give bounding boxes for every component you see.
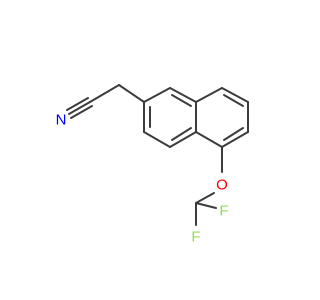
molecule-diagram: N O F F [56, 84, 249, 246]
bond-c1-c8a-inner [171, 94, 192, 107]
bond-c8-c7-inner [223, 94, 244, 107]
atom-labels: N O F F [56, 112, 229, 246]
bond-c4a-c4 [169, 131, 197, 148]
bond-c5-c4a [195, 131, 223, 148]
bond-c2-c1 [143, 87, 171, 103]
atom-label-nitrogen: N [56, 112, 67, 129]
atom-label-fluorine-2: F [191, 229, 200, 246]
bond-c6-c5 [221, 131, 249, 148]
bond-nitrile-2 [68, 101, 91, 115]
bond-o-chf2 [195, 192, 215, 204]
bond-c4-c3 [143, 131, 171, 148]
bond-nitrile-1 [70, 105, 93, 119]
bond-c8-c7 [221, 87, 249, 103]
atom-label-fluorine-1: F [219, 203, 228, 220]
bond-c1-c8a [169, 87, 197, 103]
bond-c8a-c8 [195, 87, 223, 103]
bond-nitrile-3 [66, 97, 89, 111]
bond-chf2-f1 [195, 202, 217, 209]
atom-label-oxygen: O [216, 177, 228, 194]
bonds [66, 84, 249, 226]
bond-c6-c5-inner [223, 127, 244, 141]
bond-ring-ch2 [118, 84, 145, 103]
bond-c4a-c4-inner [171, 127, 192, 141]
structure-canvas: N O F F [56, 84, 249, 246]
bond-ch2-cn [89, 84, 120, 103]
